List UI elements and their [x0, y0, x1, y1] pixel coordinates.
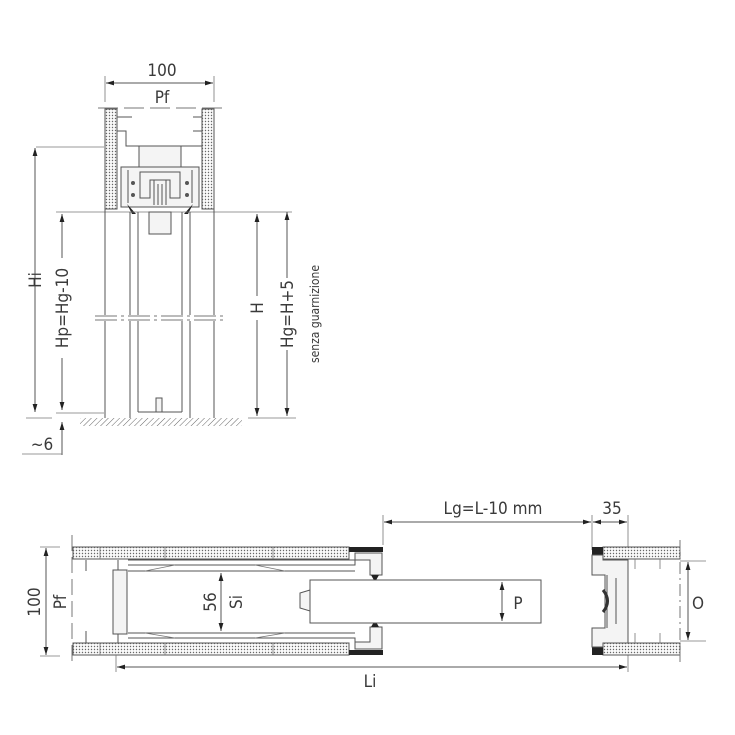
door-panel — [309, 579, 542, 624]
plan-wall-label: Pf — [51, 594, 71, 609]
left-wall — [104, 108, 118, 210]
floor-gap-label: ~6 — [31, 435, 54, 455]
total-length-label: Li — [364, 672, 377, 692]
height-total-label: Hi — [26, 272, 46, 288]
door-label: P — [513, 594, 522, 614]
clear-height-label: Hg=H+5 — [278, 280, 298, 348]
section-wall-label: Pf — [155, 88, 170, 108]
panel-height-label: Hp=Hg-10 — [53, 268, 73, 348]
plan-view: 100 Pf 56 Si P Lg=L-10 mm — [25, 499, 706, 692]
inner-gap-label: 56 — [201, 592, 221, 611]
floor-hatch — [80, 418, 242, 426]
opening-height-label: H — [248, 302, 268, 314]
plan-width-label: 100 — [25, 587, 45, 616]
section-view: 100 Pf — [22, 61, 322, 455]
jamb-label: 35 — [602, 499, 621, 519]
clear-width-label: Lg=L-10 mm — [444, 499, 543, 519]
section-width-label: 100 — [147, 61, 176, 81]
inner-label: Si — [227, 595, 247, 609]
plan-top-wall — [72, 546, 350, 560]
jamb-profile — [591, 554, 629, 648]
opening-label: O — [692, 594, 704, 614]
plan-bottom-wall — [72, 642, 350, 656]
clear-height-note: senza guarnizione — [308, 265, 322, 363]
right-wall — [201, 108, 215, 210]
